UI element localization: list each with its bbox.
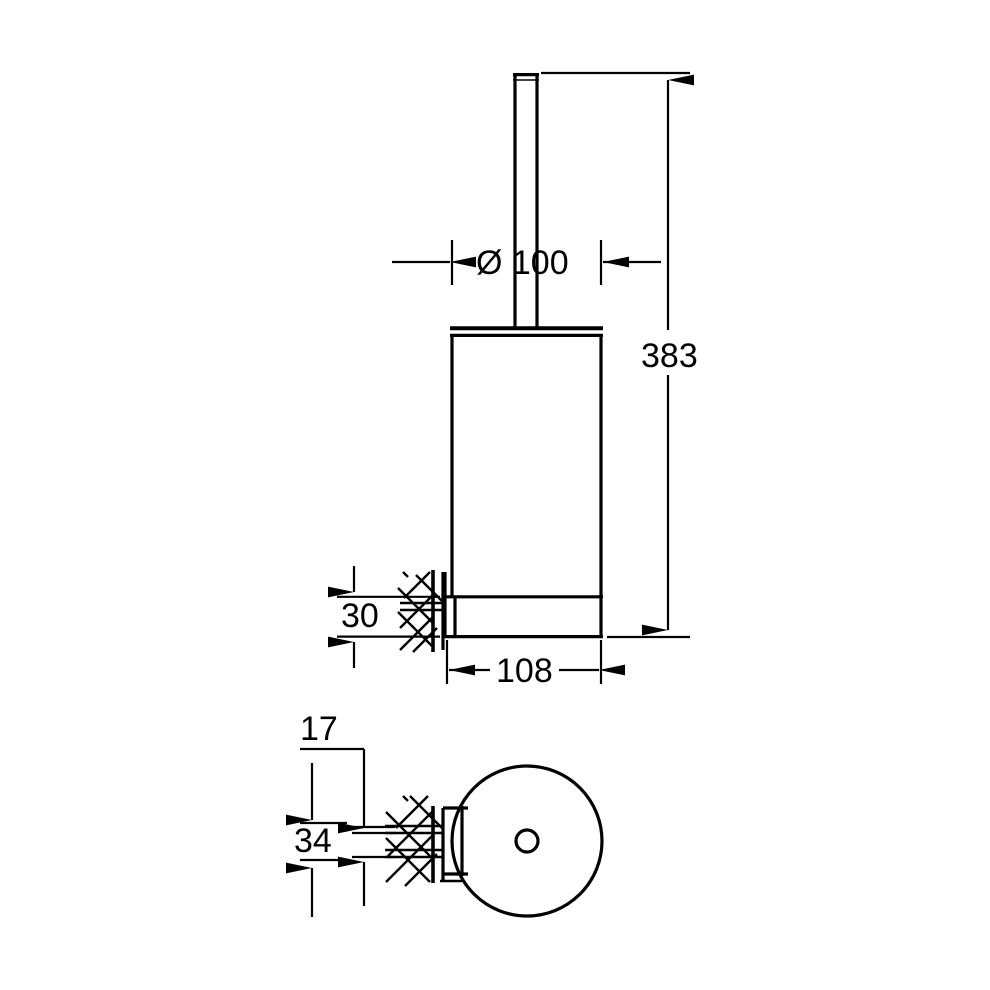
front-elevation-view: Ø 100 383 30 xyxy=(328,71,698,690)
plan-circle-body xyxy=(450,764,604,918)
bottom-plan-view: 17 34 xyxy=(286,710,604,918)
dimension-height: 383 xyxy=(541,71,698,639)
container-base-collar xyxy=(443,572,603,639)
dimension-label-projection: 108 xyxy=(496,652,553,690)
dimension-projection: 108 xyxy=(445,640,625,690)
dimension-label-bracket-width: 34 xyxy=(294,822,332,860)
dimension-bracket-offset: 17 xyxy=(286,710,395,834)
dimension-label-bracket-offset: 17 xyxy=(300,710,338,748)
container-body xyxy=(450,326,603,596)
dimension-bracket-width: 34 xyxy=(286,822,395,917)
dimension-label-bracket-height: 30 xyxy=(341,597,379,635)
dimension-diameter: Ø 100 xyxy=(392,240,661,285)
dimension-label-diameter: Ø 100 xyxy=(476,244,569,282)
plan-centre-hole xyxy=(514,828,540,854)
dimension-label-height: 383 xyxy=(641,337,698,375)
wall-hatching-front xyxy=(397,570,445,653)
wall-hatching-plan xyxy=(385,795,462,887)
brush-handle-rod xyxy=(513,72,539,330)
dimension-bracket-height: 30 xyxy=(328,566,440,668)
